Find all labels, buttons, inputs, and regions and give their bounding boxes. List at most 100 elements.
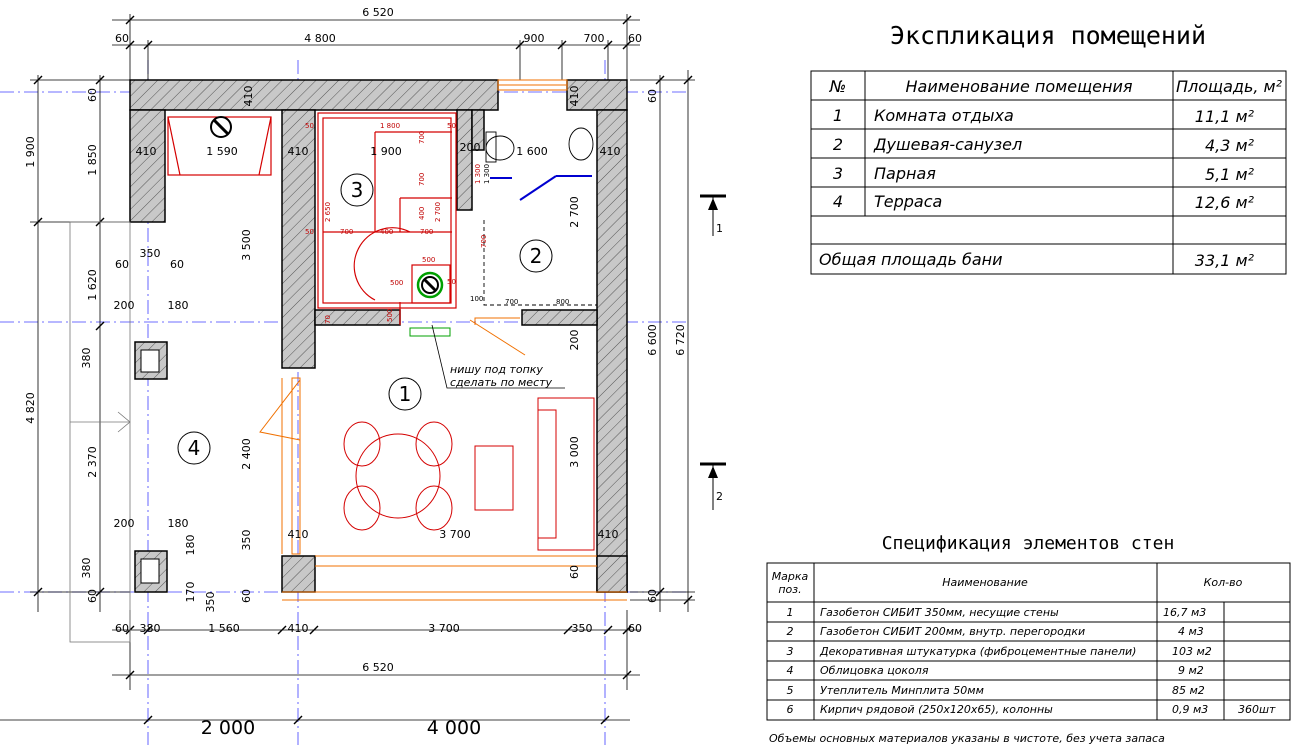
dim-in-350c: 350: [204, 592, 217, 613]
dim-right-6720: 6 720: [674, 324, 687, 356]
room-number-1: 1: [399, 382, 412, 406]
spec-row-mark: 2: [787, 625, 794, 638]
room-number-4: 4: [188, 436, 201, 460]
walls: [129, 79, 628, 593]
explication-title: Экспликация помещений: [890, 21, 1206, 50]
dim-in-60d: 60: [86, 589, 99, 603]
dim-in-2700: 2 700: [568, 196, 581, 228]
dim-in-410a: 410: [242, 86, 255, 107]
furniture: [343, 397, 595, 551]
dim-left-1620: 1 620: [86, 269, 99, 301]
dim-top-700: 700: [584, 32, 605, 45]
dim-right-6600: 6 600: [646, 324, 659, 356]
dim-in-3000: 3 000: [568, 436, 581, 468]
dim-left-4820: 4 820: [24, 392, 37, 424]
explication-row-area: 4,3 м²: [1205, 136, 1255, 155]
rdim: 1 300: [474, 164, 482, 184]
spec-row-name: Кирпич рядовой (250х120х65), колонны: [820, 703, 1053, 716]
rdim: 2 700: [434, 202, 442, 222]
rdim: 700: [480, 235, 488, 248]
rdim: 2 650: [324, 202, 332, 222]
explication-row-num: 1: [833, 106, 843, 125]
dim-in-410f: 410: [288, 528, 309, 541]
spec-row-qty: 0,9 м3: [1172, 703, 1208, 716]
explication-row-num: 3: [833, 164, 843, 183]
rdim: 50: [447, 122, 456, 130]
explication-total-area: 33,1 м²: [1195, 251, 1255, 270]
dim-bot-3700: 3 700: [428, 622, 460, 635]
terrace-outline: [69, 221, 131, 643]
explication-header-name: Наименование помещения: [906, 77, 1133, 96]
rdim: 50: [305, 122, 314, 130]
spec-header-qty: Кол-во: [1204, 576, 1243, 589]
rdim: 700: [418, 131, 426, 144]
dim-in-200a: 200: [460, 141, 481, 154]
explication-row-area: 12,6 м²: [1195, 193, 1255, 212]
axis-label-2000: 2 000: [201, 717, 255, 739]
room-number-2: 2: [530, 244, 543, 268]
dim-in-180c: 180: [184, 535, 197, 556]
rdim: 100: [470, 295, 483, 303]
stove-icons: [210, 116, 451, 337]
dim-in-410c: 410: [288, 145, 309, 158]
dimension-lines: [0, 14, 695, 721]
rdim: 500: [390, 279, 403, 287]
explication-row-name: Душевая-санузел: [873, 135, 1022, 154]
dim-bot-410: 410: [288, 622, 309, 635]
dim-in-170: 170: [184, 582, 197, 603]
dim-bot-1560: 1 560: [208, 622, 240, 635]
dim-in-60a: 60: [115, 258, 129, 271]
dim-ticks: [33, 15, 693, 725]
dim-in-60e: 60: [646, 89, 659, 103]
dim-left-1900: 1 900: [24, 136, 37, 168]
dim-in-200d: 200: [114, 517, 135, 530]
dim-bot-350: 350: [572, 622, 593, 635]
spec-title: Спецификация элементов стен: [882, 533, 1175, 554]
steam-room-shelves: [167, 112, 457, 325]
dim-left-2370: 2 370: [86, 446, 99, 478]
dim-top-60a: 60: [115, 32, 129, 45]
rdim: 1 300: [483, 164, 491, 184]
dim-top-total: 6 520: [362, 6, 394, 19]
dim-in-350b: 350: [140, 247, 161, 260]
rdim: 500: [422, 256, 435, 264]
dim-in-180b: 180: [168, 517, 189, 530]
spec-row-name: Облицовка цоколя: [820, 664, 929, 677]
explication-header-num: №: [829, 77, 847, 96]
room-markers: [177, 173, 553, 465]
spec-row-qty: 103 м2: [1172, 645, 1212, 658]
rdim: 700: [418, 173, 426, 186]
note-leader: [431, 324, 565, 389]
dim-in-60g: 60: [568, 565, 581, 579]
dim-left-60: 60: [86, 88, 99, 102]
dim-top-4800: 4 800: [304, 32, 336, 45]
dim-top-60b: 60: [628, 32, 642, 45]
dim-in-2400: 2 400: [240, 438, 253, 470]
spec-row-qty: 16,7 м3: [1163, 606, 1206, 619]
rdim: 800: [556, 298, 569, 306]
explication-row-area: 11,1 м²: [1195, 107, 1255, 126]
dim-bot-60a: 60: [115, 622, 129, 635]
explication-row-num: 2: [833, 135, 843, 154]
dim-in-1900: 1 900: [370, 145, 402, 158]
columns: [140, 349, 160, 584]
dim-in-1590: 1 590: [206, 145, 238, 158]
dim-bot-380: 380: [140, 622, 161, 635]
dim-bot-total: 6 520: [362, 661, 394, 674]
explication-row-name: Парная: [874, 164, 936, 183]
rdim: 700: [420, 228, 433, 236]
dim-in-60f: 60: [646, 589, 659, 603]
spec-row-qty: 9 м2: [1178, 664, 1204, 677]
spec-row-name: Утеплитель Минплита 50мм: [820, 684, 984, 697]
spec-row-name: Газобетон СИБИТ 350мм, несущие стены: [820, 606, 1059, 619]
rdim: 700: [505, 298, 518, 306]
dim-in-410g: 410: [598, 528, 619, 541]
dim-in-3700: 3 700: [439, 528, 471, 541]
dim-in-380a: 380: [80, 348, 93, 369]
dimension-texts: 6 520 60 4 800 900 700 60 60 380 1 560 4…: [24, 6, 687, 739]
spec-footnote: Объемы основных материалов указаны в чис…: [769, 732, 1165, 745]
spec-row-mark: 4: [787, 664, 794, 677]
dim-in-380b: 380: [80, 558, 93, 579]
spec-row-mark: 6: [787, 703, 794, 716]
section-label-1: 1: [716, 222, 723, 235]
